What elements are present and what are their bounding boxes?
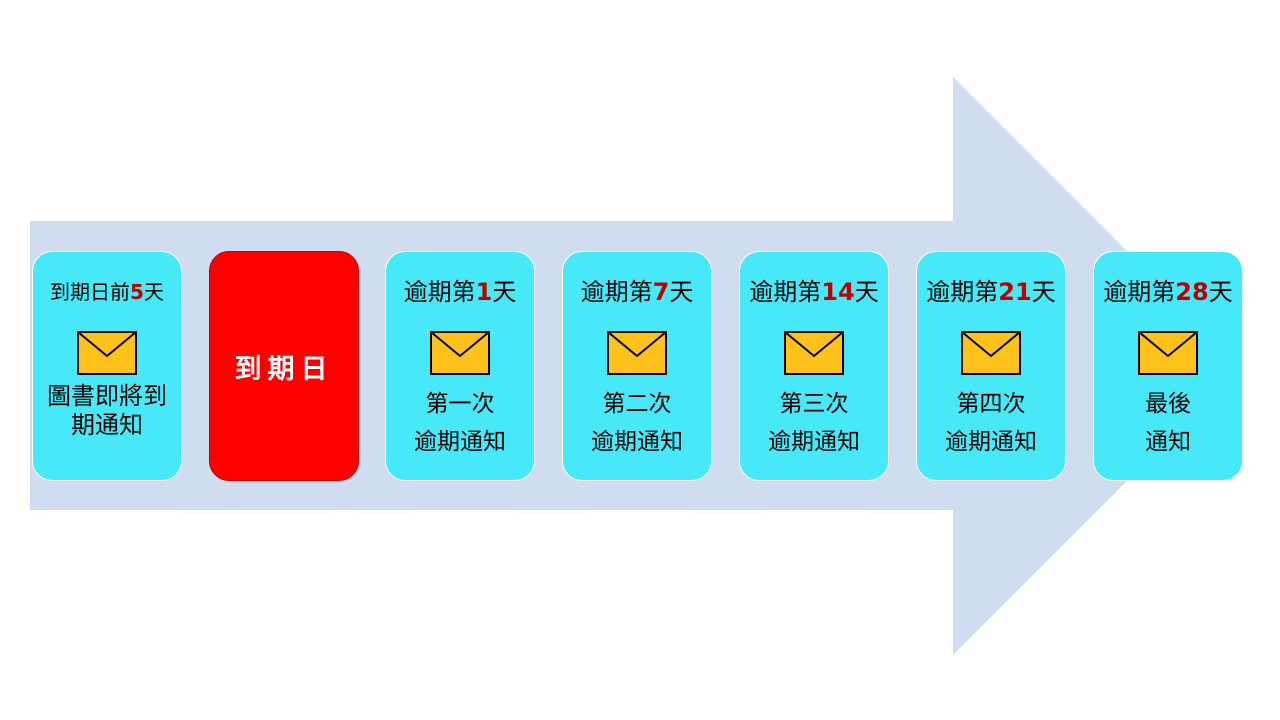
pre-due-notice-card: 到期日前5天 圖書即將到期通知	[32, 251, 182, 481]
title-suffix: 天	[1208, 278, 1233, 306]
envelope-icon	[607, 331, 667, 375]
description-line: 通知	[1145, 429, 1191, 455]
envelope-icon	[77, 331, 137, 375]
title-number: 1	[475, 278, 493, 306]
description-line: 第三次	[779, 391, 849, 417]
card-description: 第一次逾期通知	[390, 385, 530, 461]
overdue-notice-card-3: 逾期第14天 第三次逾期通知	[739, 251, 889, 481]
card-title: 逾期第7天	[563, 272, 711, 312]
title-suffix: 天	[854, 278, 879, 306]
description-line: 圖書即將到期通知	[47, 382, 167, 439]
title-number: 5	[130, 280, 144, 304]
envelope-icon	[1138, 331, 1198, 375]
card-title: 逾期第28天	[1094, 272, 1242, 312]
envelope-icon	[784, 331, 844, 375]
title-number: 7	[652, 278, 670, 306]
due-date-label: 到期日	[234, 353, 334, 385]
description-line: 最後	[1145, 391, 1191, 417]
card-description: 第二次逾期通知	[567, 385, 707, 461]
overdue-notice-card-2: 逾期第7天 第二次逾期通知	[562, 251, 712, 481]
title-prefix: 逾期第	[926, 278, 999, 306]
description-line: 逾期通知	[591, 429, 683, 455]
title-prefix: 逾期第	[580, 278, 653, 306]
card-title: 逾期第21天	[917, 272, 1065, 312]
description-line: 逾期通知	[414, 429, 506, 455]
card-description: 第四次逾期通知	[921, 385, 1061, 461]
due-date-card: 到期日	[209, 251, 359, 481]
title-suffix: 天	[1031, 278, 1056, 306]
title-suffix: 天	[669, 278, 694, 306]
envelope-icon	[961, 331, 1021, 375]
title-suffix: 天	[143, 280, 164, 304]
card-title: 逾期第14天	[740, 272, 888, 312]
description-line: 第一次	[425, 391, 495, 417]
description-line: 逾期通知	[945, 429, 1037, 455]
title-number: 28	[1175, 278, 1209, 306]
description-line: 逾期通知	[768, 429, 860, 455]
title-prefix: 逾期第	[1103, 278, 1176, 306]
card-description: 圖書即將到期通知	[37, 382, 177, 440]
card-title: 到期日前5天	[33, 272, 181, 312]
card-description: 最後通知	[1098, 385, 1238, 461]
card-title: 逾期第1天	[386, 272, 534, 312]
envelope-icon	[430, 331, 490, 375]
overdue-notice-card-5: 逾期第28天 最後通知	[1093, 251, 1243, 481]
overdue-notice-card-1: 逾期第1天 第一次逾期通知	[385, 251, 535, 481]
title-prefix: 逾期第	[403, 278, 476, 306]
title-prefix: 到期日前	[50, 280, 131, 304]
title-prefix: 逾期第	[749, 278, 822, 306]
title-number: 14	[821, 278, 855, 306]
title-suffix: 天	[492, 278, 517, 306]
description-line: 第二次	[602, 391, 672, 417]
description-line: 第四次	[956, 391, 1026, 417]
title-number: 21	[998, 278, 1032, 306]
overdue-notice-card-4: 逾期第21天 第四次逾期通知	[916, 251, 1066, 481]
card-description: 第三次逾期通知	[744, 385, 884, 461]
